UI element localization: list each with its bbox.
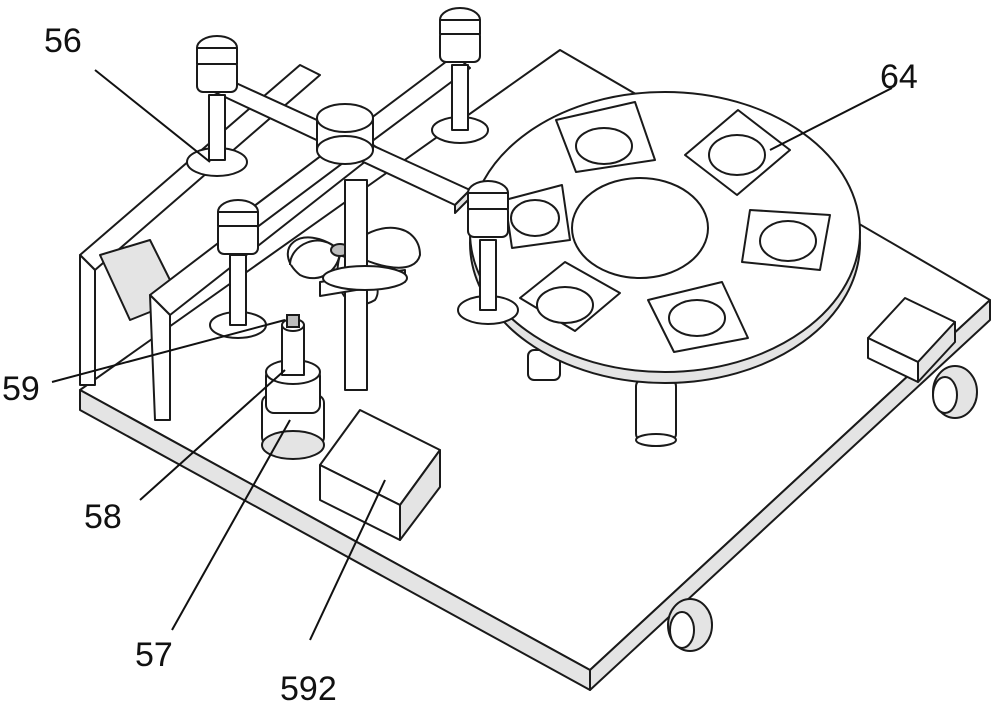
box-right	[867, 297, 956, 383]
leader-lines	[51, 69, 893, 641]
label-56: 56	[44, 22, 82, 60]
cross-arm	[209, 54, 471, 249]
center-shaft	[319, 179, 408, 391]
suction-column-se	[457, 180, 519, 325]
pockets	[504, 101, 831, 353]
label-64: 64	[880, 58, 918, 96]
box-592	[319, 409, 441, 541]
label-58: 58	[84, 498, 122, 536]
label-592: 592	[280, 670, 337, 706]
reference-numerals: 56 64 59 58 57 592	[2, 22, 918, 706]
label-57: 57	[135, 636, 173, 674]
motor-unit	[261, 314, 325, 460]
turntable	[469, 91, 861, 384]
suction-column-nw	[186, 35, 248, 177]
caster-wheels	[667, 365, 978, 652]
suction-column-ne	[431, 7, 489, 144]
suction-column-sw	[209, 199, 267, 339]
label-59: 59	[2, 370, 40, 408]
